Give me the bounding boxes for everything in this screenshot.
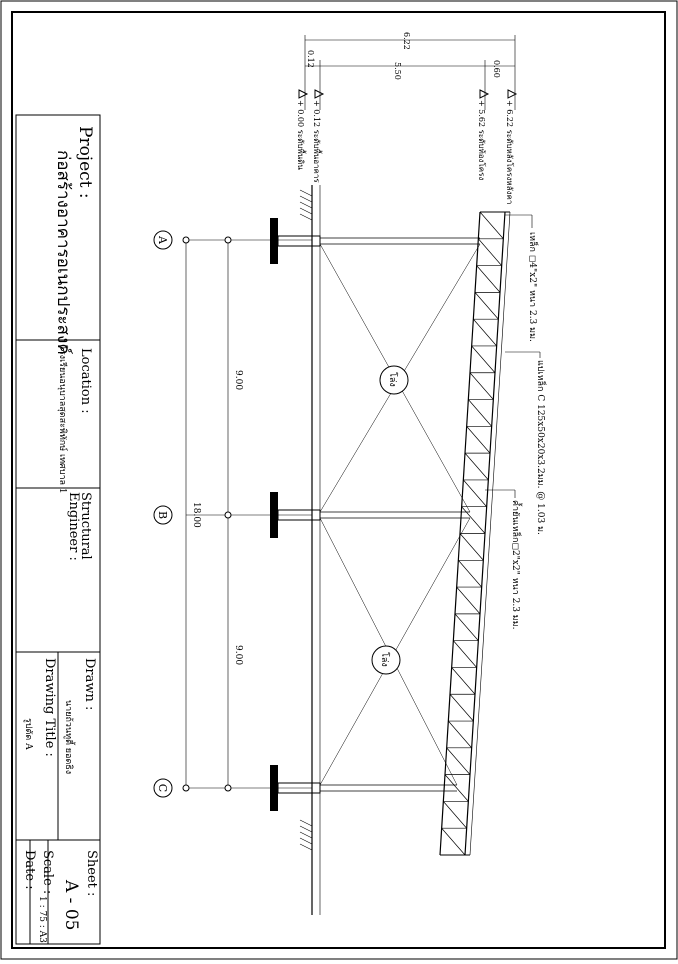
dim-total-height: 6.22 (402, 32, 411, 50)
dim-tick-b (224, 511, 232, 519)
dim-tick-c (224, 784, 232, 792)
level-mark-beam (479, 89, 490, 99)
truss-web-member (456, 586, 481, 615)
sheet-label: Sheet : (84, 850, 99, 896)
columns (320, 237, 480, 792)
location-value: โรงเรียนอนุบาลสุดสะพิทักษ์ เทศบาล 1 (57, 345, 69, 494)
truss-web-member (443, 801, 467, 829)
level-mark-floor (298, 89, 309, 99)
project-label: Project : (75, 126, 95, 199)
truss-web-member (471, 345, 496, 373)
truss-web-member (454, 613, 479, 641)
location-label: Location : (78, 348, 93, 414)
scale-value: 1 : 75 : A3 (37, 896, 47, 943)
bracing-label-1: โล่ง (387, 372, 398, 387)
dim-tick-a (224, 236, 232, 244)
grid-bubble-a (153, 230, 173, 250)
ground-hatch-top (299, 189, 313, 221)
truss-web-member (451, 667, 476, 695)
level-beam: + 5.62 ระดับท้องโครง (477, 100, 487, 180)
truss-web-member (461, 506, 486, 534)
grid-bubble-b (153, 505, 173, 525)
dim-tick-total-a (182, 236, 190, 244)
truss-web-member (453, 640, 477, 668)
bracing-label-2: โล่ง (379, 652, 390, 667)
sheet-value: A - 05 (61, 879, 81, 930)
level-floor: + 0.00 ระดับพื้นดิน (296, 100, 307, 170)
span-ab: 9.00 (233, 370, 243, 390)
span-total: 18.00 (191, 502, 201, 528)
grid-label-b: B (156, 511, 169, 519)
truss-web-member (446, 747, 471, 775)
drawn-value: นายถ้วนทูตี้ ยอดธิง (63, 700, 76, 774)
footing-a (270, 218, 321, 264)
truss-web (440, 211, 504, 856)
dim-base-offset: 0.12 (306, 50, 315, 68)
title-block: Project : ก่อสร้างอาคารอเนกประสงค์ Locat… (15, 114, 101, 945)
truss-web-member (444, 774, 469, 802)
note-chord: เหล็ก ◻4"x2" หนา 2.3 มม. (527, 232, 540, 342)
truss-web-member (441, 827, 466, 856)
x-bracing (319, 243, 481, 786)
truss-web-member (449, 694, 474, 722)
ground-hatch-bottom (299, 819, 313, 851)
grid-bubble-c (153, 778, 173, 798)
frame-border (11, 11, 666, 949)
truss-web-member (464, 452, 489, 481)
grid-label-c: C (156, 784, 169, 792)
truss-web-member (458, 560, 482, 588)
note-web: ค้ำยันเหล็ก◻2"x2" หนา 2.3 มม. (510, 500, 523, 630)
note-purlin: แปเหล็ก C 125x50x20x3.2มม. @ 1.03 ม. (535, 360, 548, 535)
bracing-circle-2 (371, 645, 401, 675)
dim-column-height: 5.50 (393, 62, 402, 80)
grid-label-a: A (156, 235, 169, 245)
scale-label: Scale : (40, 850, 55, 894)
project-value: ก่อสร้างอาคารอเนกประสงค์ (53, 150, 73, 355)
truss-web-member (476, 265, 501, 293)
bracing-circle-1 (379, 365, 409, 395)
span-bc: 9.00 (233, 645, 243, 665)
drawing-title-label: Drawing Title : (42, 658, 57, 757)
truss-web-member (479, 211, 504, 240)
truss-web-member (478, 238, 502, 266)
level-slab: + 0.12 ระดับพื้นอาคาร (312, 100, 323, 183)
truss-web-member (459, 533, 484, 561)
engineer-label: Engineer : (66, 492, 81, 561)
truss-web-member (473, 318, 497, 347)
dim-tick-total-c (182, 784, 190, 792)
dim-truss-depth: 0.60 (492, 60, 501, 78)
level-mark-slab (314, 89, 325, 99)
truss-web-member (468, 399, 492, 427)
truss-web-member (466, 426, 491, 454)
leaders (485, 214, 541, 498)
date-label: Date : (22, 850, 37, 890)
height-dimensions (304, 35, 516, 110)
level-top: + 6.22 ระดับหลังโครงหลังคา (505, 100, 515, 204)
truss-web-member (448, 720, 472, 749)
truss-web-member (463, 479, 487, 507)
truss-web-member (469, 372, 494, 400)
structural-label: Structural (78, 492, 93, 560)
level-mark-top (507, 89, 518, 99)
drawing-title-value: รูปตัด A (23, 718, 33, 750)
truss-web-member (474, 292, 499, 320)
grid-lines (185, 239, 312, 789)
drawn-label: Drawn : (82, 658, 97, 710)
